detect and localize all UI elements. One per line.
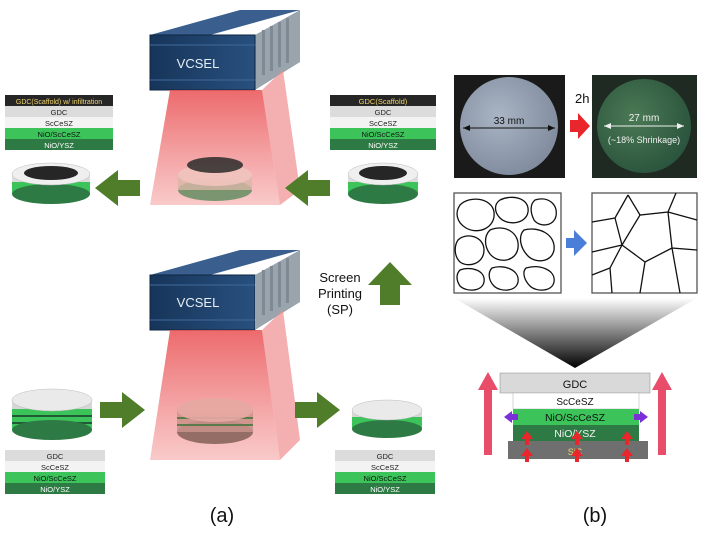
stack-tl-layer-3: ScCeSZ: [45, 119, 73, 128]
before-diameter-label: 33 mm: [494, 116, 525, 127]
stack-bottom-left: GDC ScCeSZ NiO/ScCeSZ NiO/YSZ: [5, 450, 105, 494]
stack-tr-layer-5: NiO/YSZ: [368, 141, 398, 150]
stack-br-layer-3: NiO/ScCeSZ: [364, 474, 407, 483]
arrow-left-top: [95, 170, 140, 206]
disc-bottom-left: [11, 388, 93, 440]
microstructure-before: [453, 192, 562, 294]
red-right-arrow: [570, 113, 590, 139]
cross-section: GDC ScCeSZ NiO/ScCeSZ NiO/YSZ SiC: [478, 372, 672, 462]
stack-top-left: GDC(Scaffold) w/ infiltration GDC ScCeSZ…: [5, 95, 113, 150]
stack-bl-layer-1: GDC: [47, 452, 64, 461]
caption-b: (b): [583, 505, 607, 527]
disc-top-left: [11, 162, 91, 204]
stack-br-layer-4: NiO/YSZ: [370, 485, 400, 494]
caption-a: (a): [210, 505, 234, 527]
svg-text:(SP): (SP): [327, 302, 353, 317]
arrow-right-bottom-right: [295, 392, 340, 428]
arrow-up-sp: [368, 262, 412, 305]
screen-printing-label: Screen Printing (SP): [318, 270, 362, 317]
stack-tl-layer-4: NiO/ScCeSZ: [38, 130, 81, 139]
bottom-beam-wafer: [177, 398, 253, 444]
shrinkage-label: (~18% Shrinkage): [608, 135, 680, 145]
photo-before-sintering: 33 mm: [454, 75, 565, 178]
stack-tr-layer-1: GDC(Scaffold): [359, 97, 408, 106]
disc-top-right: [347, 162, 419, 204]
xsec-layer-sccesz: ScCeSZ: [556, 397, 593, 408]
stack-br-layer-1: GDC: [377, 452, 394, 461]
microstructure-after: [591, 192, 698, 294]
top-vcsel-unit: VCSEL: [149, 10, 300, 91]
bottom-vcsel-label: VCSEL: [177, 295, 220, 310]
arrow-left-right: [285, 170, 330, 206]
after-diameter-label: 27 mm: [629, 113, 660, 124]
blue-right-arrow: [566, 230, 587, 256]
arrow-right-bottom-left: [100, 392, 145, 428]
stack-top-right: GDC(Scaffold) GDC ScCeSZ NiO/ScCeSZ NiO/…: [330, 95, 436, 150]
stack-bl-layer-2: ScCeSZ: [41, 463, 69, 472]
stack-tr-layer-2: GDC: [375, 108, 392, 117]
time-label: 2h: [575, 91, 589, 106]
stack-tr-layer-4: NiO/ScCeSZ: [362, 130, 405, 139]
stack-tl-layer-2: GDC: [51, 108, 68, 117]
stack-bottom-right: GDC ScCeSZ NiO/ScCeSZ NiO/YSZ: [335, 450, 435, 494]
stack-br-layer-2: ScCeSZ: [371, 463, 399, 472]
stack-tr-layer-3: ScCeSZ: [369, 119, 397, 128]
svg-text:Printing: Printing: [318, 286, 362, 301]
stack-bl-layer-4: NiO/YSZ: [40, 485, 70, 494]
stack-bl-layer-3: NiO/ScCeSZ: [34, 474, 77, 483]
top-beam-wafer: [178, 157, 252, 201]
top-vcsel-label: VCSEL: [177, 56, 220, 71]
xsec-layer-nio-sccesz: NiO/ScCeSZ: [545, 412, 606, 424]
stack-tl-layer-5: NiO/YSZ: [44, 141, 74, 150]
stack-tl-layer-1: GDC(Scaffold) w/ infiltration: [16, 99, 102, 106]
zoom-funnel: [454, 298, 697, 368]
bottom-vcsel-unit: VCSEL: [149, 250, 300, 331]
xsec-layer-gdc: GDC: [563, 379, 588, 391]
disc-bottom-right: [351, 399, 423, 438]
svg-text:Screen: Screen: [319, 270, 360, 285]
photo-after-sintering: 27 mm (~18% Shrinkage): [592, 75, 697, 178]
process-arrows: [95, 170, 412, 428]
